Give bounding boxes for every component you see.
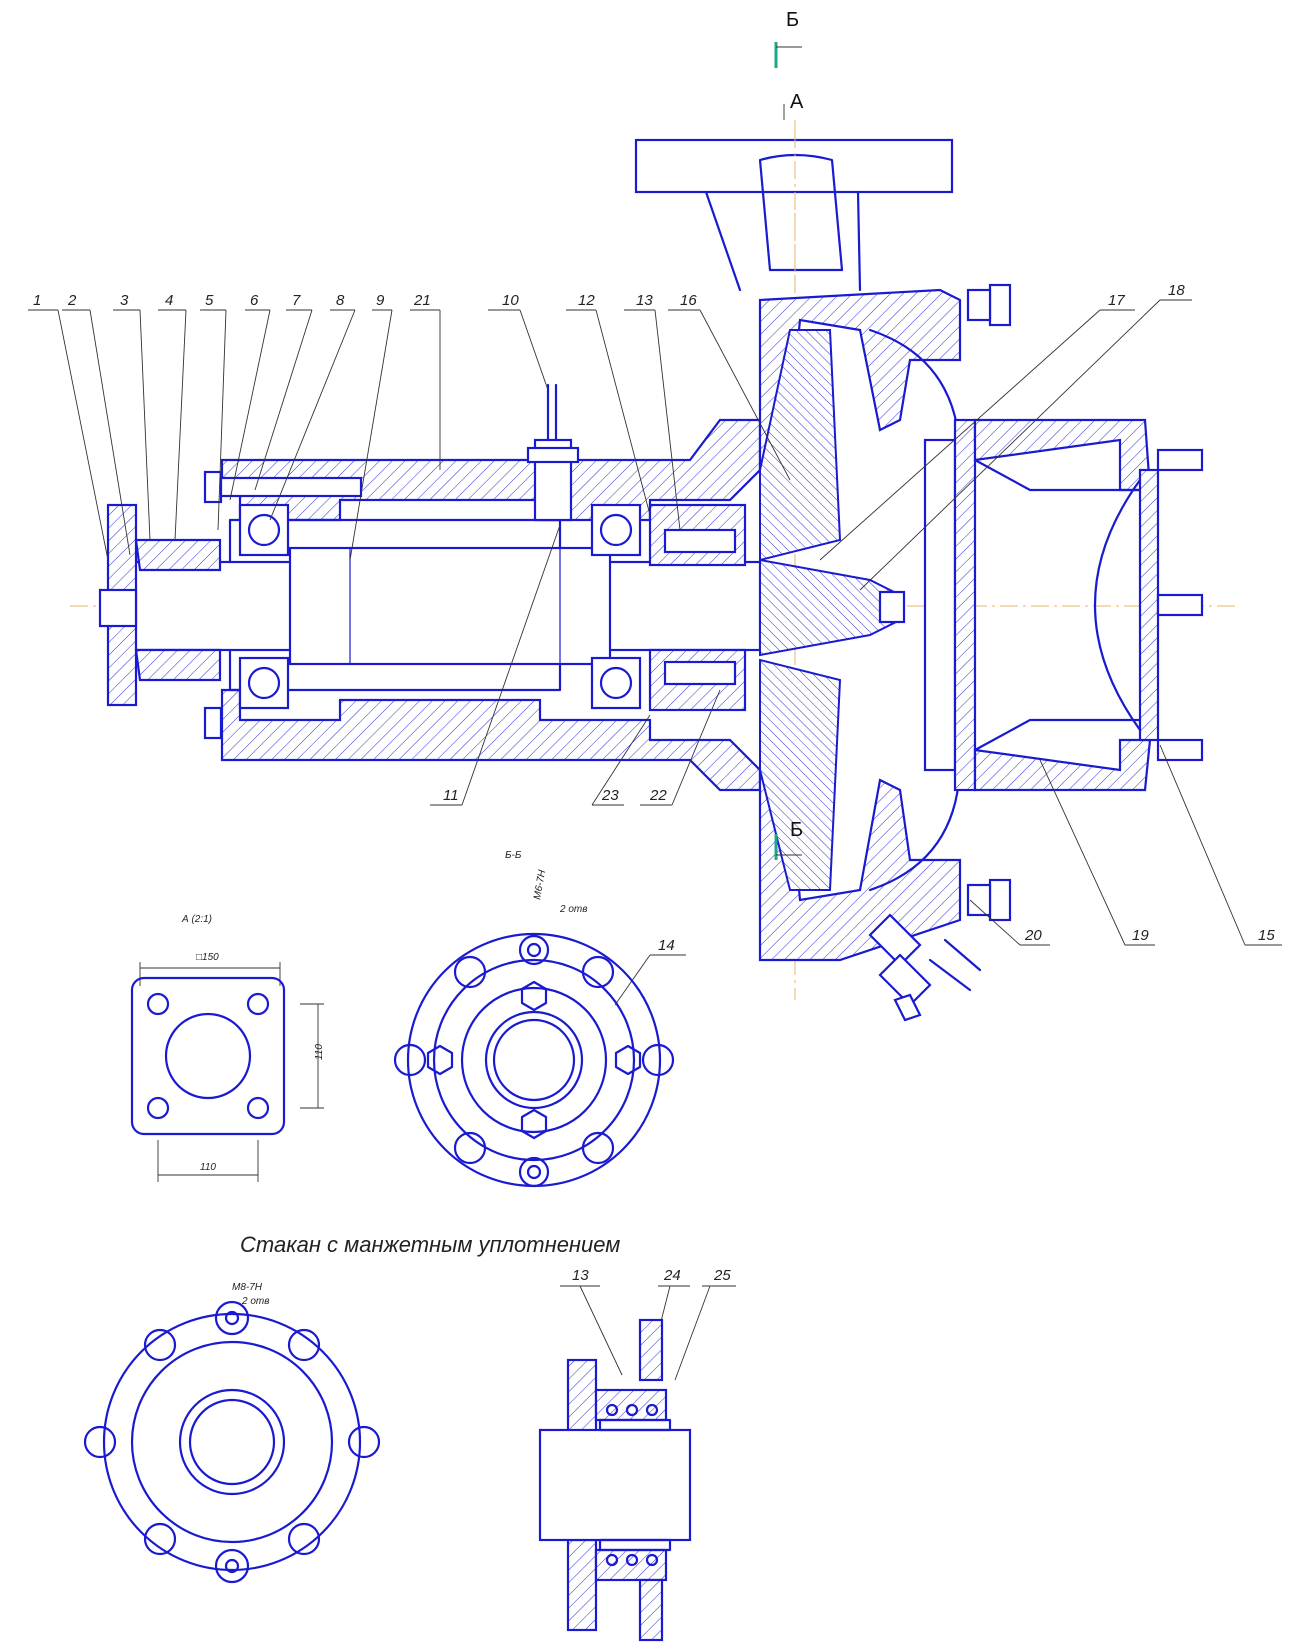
callout-3: 3	[113, 292, 151, 541]
svg-text:22: 22	[649, 787, 667, 804]
cup-section-view: 13 24 25	[538, 1267, 736, 1642]
callout-16: 16	[668, 292, 791, 481]
drain-valve	[868, 913, 982, 1022]
callout-23: 23	[591, 714, 651, 806]
svg-text:15: 15	[1258, 927, 1275, 944]
svg-text:5: 5	[205, 292, 214, 309]
svg-text:16: 16	[680, 292, 697, 309]
callout-17: 17	[819, 292, 1135, 561]
svg-text:21: 21	[413, 292, 431, 309]
impeller-hub	[759, 558, 906, 657]
svg-text:7: 7	[292, 292, 301, 309]
discharge-flange	[634, 130, 954, 292]
bearing-left	[238, 503, 290, 710]
svg-text:4: 4	[165, 292, 173, 309]
casing-bolts	[966, 283, 1012, 922]
part-callouts: 1 2 3 4 5 6 7 8 9 21 10 12 13 16 17 18 1…	[28, 282, 1282, 1006]
main-section-view: Б А Б	[70, 9, 1240, 1022]
suction-cover	[923, 418, 1204, 792]
svg-text:23: 23	[601, 787, 619, 804]
svg-text:20: 20	[1024, 927, 1042, 944]
callout-2: 2	[62, 292, 131, 556]
flange-vertical-dim: 110	[314, 1044, 325, 1060]
section-thread: М6-7Н	[532, 868, 548, 900]
seal-assembly	[648, 503, 747, 712]
section-label-b-top: Б	[786, 9, 799, 31]
svg-text:6: 6	[250, 292, 259, 309]
callout-21: 21	[410, 292, 441, 470]
pump-casing	[758, 288, 962, 962]
section-label-b-bottom: Б	[790, 819, 803, 841]
callout-15: 15	[1159, 744, 1282, 946]
section-qty: 2 отв	[559, 904, 587, 915]
callout-11: 11	[430, 524, 561, 806]
callout-7: 7	[254, 292, 313, 491]
callout-5: 5	[200, 292, 227, 531]
svg-text:18: 18	[1168, 282, 1185, 299]
callout-14: 14	[614, 937, 686, 1006]
view-label-a: А	[790, 91, 804, 113]
cup-label-25: 25	[713, 1267, 731, 1284]
callout-10: 10	[488, 292, 549, 391]
svg-text:9: 9	[376, 292, 385, 309]
callout-6: 6	[229, 292, 271, 501]
svg-text:14: 14	[658, 937, 675, 954]
callout-8: 8	[269, 292, 356, 521]
svg-text:11: 11	[443, 787, 459, 804]
sensor	[526, 383, 580, 522]
view-a-flange: А (2:1) □150 110 110	[130, 914, 325, 1182]
svg-text:10: 10	[502, 292, 519, 309]
callout-12: 12	[566, 292, 651, 516]
shaft	[118, 546, 762, 666]
flange-square-dim: □150	[196, 952, 219, 963]
svg-text:17: 17	[1108, 292, 1125, 309]
callout-1: 1	[28, 292, 109, 561]
cut-marker-top: Б А	[774, 9, 804, 120]
callout-22: 22	[640, 689, 721, 806]
svg-text:3: 3	[120, 292, 129, 309]
svg-text:2: 2	[67, 292, 77, 309]
svg-text:12: 12	[578, 292, 595, 309]
svg-text:13: 13	[636, 292, 653, 309]
view-a-label: А (2:1)	[181, 914, 212, 925]
cup-front-view: М8-7Н 2 отв	[83, 1282, 381, 1584]
svg-text:8: 8	[336, 292, 345, 309]
cup-thread: М8-7Н	[232, 1282, 263, 1293]
bearing-right	[590, 503, 642, 710]
cup-title: Стакан с манжетным уплотнением	[240, 1232, 620, 1257]
callout-4: 4	[158, 292, 187, 541]
callout-20: 20	[969, 899, 1050, 946]
callout-9: 9	[349, 292, 393, 561]
cup-qty: 2 отв	[241, 1296, 269, 1307]
housing-bolts	[203, 470, 363, 740]
section-b-b: Б-Б М6-7Н 2 отв	[393, 850, 675, 1188]
section-b-b-label: Б-Б	[505, 850, 522, 861]
cup-label-24: 24	[663, 1267, 681, 1284]
svg-text:19: 19	[1132, 927, 1149, 944]
cut-marker-bottom: Б	[774, 819, 803, 860]
callout-18: 18	[859, 282, 1192, 591]
cup-label-13: 13	[572, 1267, 589, 1284]
callout-13: 13	[624, 292, 681, 531]
svg-text:1: 1	[33, 292, 41, 309]
callout-19: 19	[1039, 759, 1155, 946]
flange-horizontal-dim: 110	[200, 1162, 216, 1173]
coupling-flange	[98, 503, 222, 707]
